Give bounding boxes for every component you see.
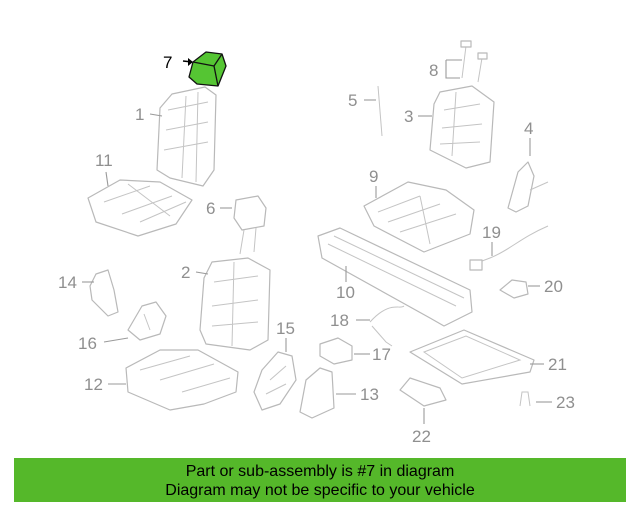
callout-6: 6 bbox=[206, 199, 215, 218]
part-6-headrest: 6 bbox=[206, 195, 267, 255]
banner-line-2: Diagram may not be specific to your vehi… bbox=[165, 482, 475, 499]
part-23-hook: 23 bbox=[519, 391, 575, 412]
callout-17: 17 bbox=[372, 345, 391, 364]
part-4-recliner: 4 bbox=[507, 119, 549, 213]
callout-7: 7 bbox=[163, 53, 172, 72]
callout-14: 14 bbox=[58, 273, 77, 292]
callout-1: 1 bbox=[135, 105, 144, 124]
callout-8: 8 bbox=[429, 61, 438, 80]
part-2-rear-seat-back: 2 bbox=[181, 257, 271, 351]
part-19-harness: 19 bbox=[469, 223, 549, 271]
part-7-headrest-cover[interactable]: 7 bbox=[163, 51, 227, 87]
part-22-support: 22 bbox=[399, 377, 447, 446]
callout-21: 21 bbox=[548, 355, 567, 374]
callout-15: 15 bbox=[276, 319, 295, 338]
part-18-cable: 18 bbox=[330, 305, 405, 347]
part-3-back-frame: 3 bbox=[404, 85, 495, 169]
callout-22: 22 bbox=[412, 427, 431, 446]
callout-19: 19 bbox=[482, 223, 501, 242]
part-11-seat-cushion: 11 bbox=[87, 151, 193, 237]
callout-2: 2 bbox=[181, 263, 190, 282]
part-12-rear-seat-cushion: 12 bbox=[84, 349, 239, 411]
parts-diagram: 7 1 11 6 2 14 16 bbox=[58, 40, 575, 446]
callout-4: 4 bbox=[524, 119, 533, 138]
part-5-rod: 5 bbox=[348, 85, 383, 137]
part-17-cover: 17 bbox=[319, 337, 391, 365]
part-9-seat-frame: 9 bbox=[363, 167, 475, 253]
part-20-clip: 20 bbox=[499, 277, 563, 299]
part-15-hinge-frame: 15 bbox=[253, 319, 297, 411]
callout-13: 13 bbox=[360, 385, 379, 404]
part-1-seat-back: 1 bbox=[135, 86, 217, 187]
part-16-bracket: 16 bbox=[78, 301, 167, 353]
part-8-bolts: 8 bbox=[429, 40, 488, 83]
part-14-side-trim: 14 bbox=[58, 269, 119, 317]
callout-9: 9 bbox=[369, 167, 378, 186]
callout-23: 23 bbox=[556, 393, 575, 412]
callout-18: 18 bbox=[330, 311, 349, 330]
callout-11: 11 bbox=[95, 151, 113, 170]
callout-3: 3 bbox=[404, 107, 413, 126]
part-10-seat-track: 10 bbox=[317, 227, 473, 327]
callout-10: 10 bbox=[336, 283, 355, 302]
callout-12: 12 bbox=[84, 375, 103, 394]
banner-line-1: Part or sub-assembly is #7 in diagram bbox=[185, 463, 455, 480]
callout-20: 20 bbox=[544, 277, 563, 296]
part-21-floor-tray: 21 bbox=[409, 329, 567, 385]
part-13-side-shield: 13 bbox=[299, 367, 379, 419]
callout-5: 5 bbox=[348, 91, 357, 110]
callout-16: 16 bbox=[78, 334, 97, 353]
info-banner: Part or sub-assembly is #7 in diagram Di… bbox=[14, 458, 626, 502]
